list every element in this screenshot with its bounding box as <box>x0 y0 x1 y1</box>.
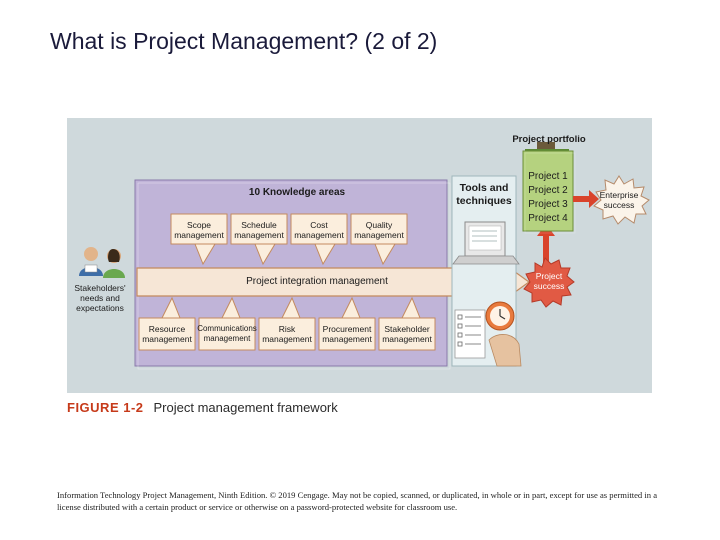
knowledge-area-risk: Risk management <box>262 324 312 344</box>
stakeholders-icon <box>79 247 125 278</box>
project-success-label: Project success <box>533 271 565 291</box>
project-list: Project 1 Project 2 Project 3 Project 4 <box>523 170 573 226</box>
knowledge-area-cost: Cost management <box>294 220 344 240</box>
knowledge-areas-heading: 10 Knowledge areas <box>248 187 346 198</box>
knowledge-area-quality: Quality management <box>354 220 404 240</box>
top-callout-boxes <box>170 213 408 245</box>
figure-caption: FIGURE 1-2 Project management framework <box>67 400 338 415</box>
laptop-icon <box>452 221 520 265</box>
enterprise-success-burst <box>593 175 650 225</box>
project-1-label: Project 1 <box>528 171 568 182</box>
copyright-footer: Information Technology Project Managemen… <box>57 490 658 512</box>
clock-icon <box>485 301 515 331</box>
portfolio-up-arrow <box>537 224 555 266</box>
project-portfolio-folder <box>522 142 576 234</box>
integration-label: Project integration management <box>246 276 388 287</box>
project-success-burst <box>523 257 575 308</box>
hand-icon <box>488 334 522 367</box>
knowledge-area-scope: Scope management <box>174 220 224 240</box>
knowledge-area-procurement: Procurement management <box>322 324 372 344</box>
checklist-icon <box>454 309 486 359</box>
tools-label: Tools and techniques <box>456 182 512 207</box>
knowledge-area-stakeholder: Stakeholder management <box>382 324 432 344</box>
stakeholders-label: Stakeholders' needs and expectations <box>74 283 126 313</box>
project-3-label: Project 3 <box>528 199 568 210</box>
project-management-framework-figure: 10 Knowledge areas Scope management Sche… <box>67 118 652 393</box>
knowledge-area-schedule: Schedule management <box>234 220 284 240</box>
framework-graphics <box>79 142 650 370</box>
project-4-label: Project 4 <box>528 213 568 224</box>
figure-number: FIGURE 1-2 <box>67 400 144 415</box>
knowledge-area-resource: Resource management <box>142 324 192 344</box>
enterprise-success-label: Enterprise success <box>599 190 639 210</box>
portfolio-label: Project portfolio <box>512 134 586 145</box>
project-2-label: Project 2 <box>528 185 568 196</box>
figure-caption-text: Project management framework <box>153 400 338 415</box>
slide-title: What is Project Management? (2 of 2) <box>50 28 438 54</box>
enterprise-arrow <box>573 190 599 208</box>
bottom-callout-boxes <box>138 317 436 351</box>
knowledge-area-communications: Communications management <box>197 324 257 343</box>
